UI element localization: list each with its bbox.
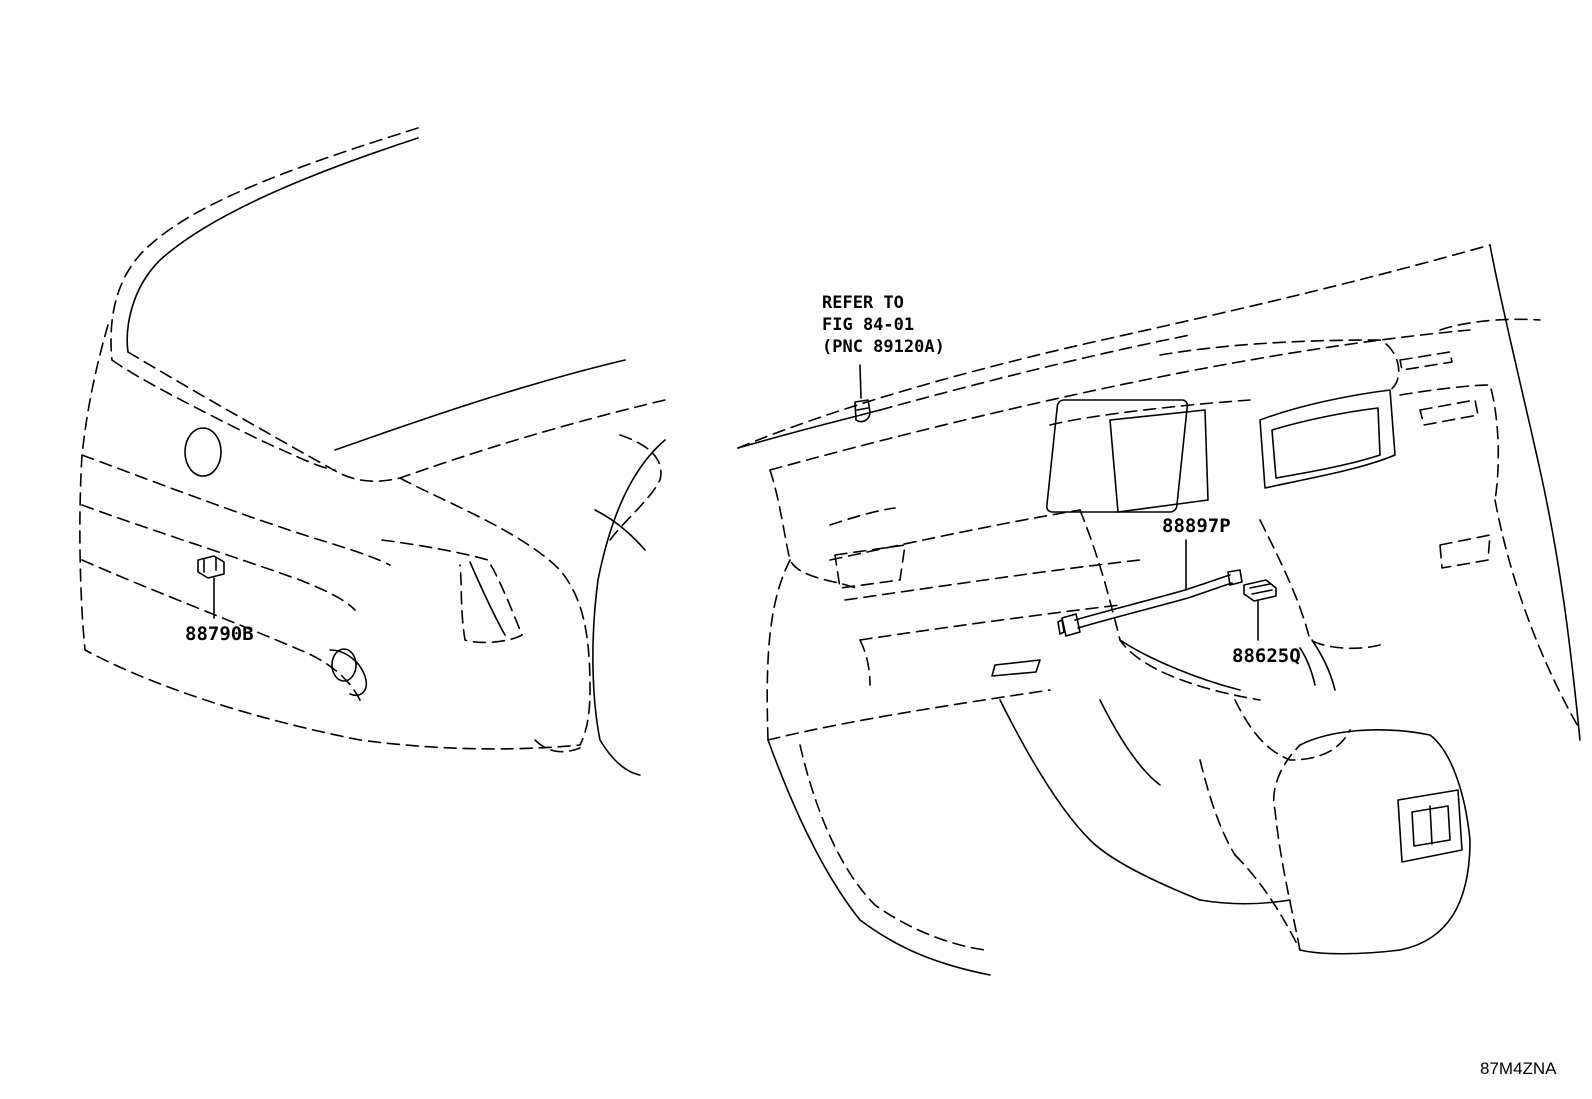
bracket-part bbox=[1243, 579, 1277, 602]
harness-part bbox=[1057, 569, 1243, 637]
refer-clip-part bbox=[854, 399, 871, 423]
callout-harness: 88897P bbox=[1162, 515, 1231, 537]
callout-front-sensor: 88790B bbox=[185, 623, 254, 645]
refer-note-line-1: REFER TO bbox=[822, 293, 904, 313]
callout-bracket: 88625Q bbox=[1232, 645, 1301, 667]
center-display bbox=[1045, 399, 1189, 513]
drawing-code: 87M4ZNA bbox=[1480, 1059, 1557, 1078]
refer-note-line-3: (PNC 89120A) bbox=[822, 337, 945, 357]
leader-line-refer bbox=[859, 364, 862, 399]
instrument-panel-outline bbox=[737, 244, 1581, 976]
front-sensor-part bbox=[197, 555, 225, 579]
refer-note-line-2: FIG 84-01 bbox=[822, 315, 914, 335]
vehicle-front-outline bbox=[79, 127, 666, 776]
